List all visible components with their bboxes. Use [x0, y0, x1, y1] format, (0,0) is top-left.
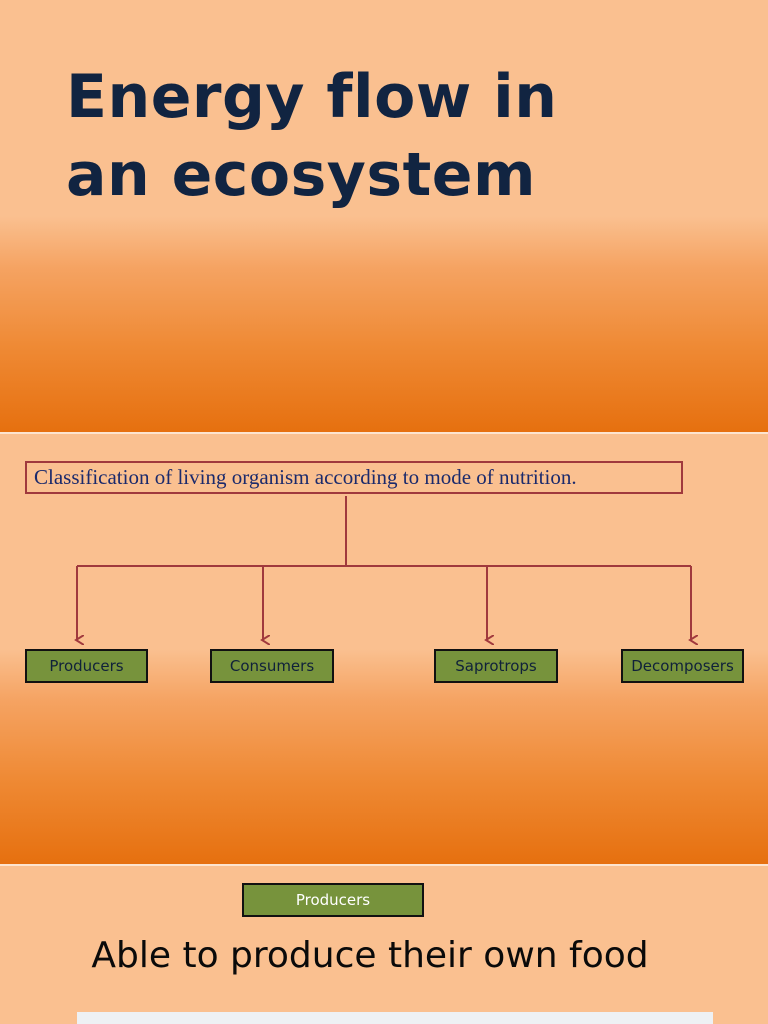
- category-consumers: Consumers: [210, 649, 334, 683]
- producers-label-box: Producers: [242, 883, 424, 917]
- slide-divider: [0, 864, 768, 866]
- title-line-2: an ecosystem: [66, 140, 537, 210]
- slide-divider: [0, 432, 768, 434]
- content-strip: [77, 1012, 713, 1024]
- title-slide: Energy flow in an ecosystem: [0, 0, 768, 432]
- classification-slide: Classification of living organism accord…: [0, 434, 768, 864]
- category-producers: Producers: [25, 649, 148, 683]
- classification-heading-box: Classification of living organism accord…: [25, 461, 683, 494]
- title-line-1: Energy flow in: [66, 62, 558, 132]
- category-decomposers: Decomposers: [621, 649, 744, 683]
- producers-description: Able to produce their own food: [91, 935, 649, 976]
- category-saprotrops: Saprotrops: [434, 649, 558, 683]
- producers-slide: Producers Able to produce their own food: [0, 866, 768, 1024]
- slide-title: Energy flow in an ecosystem: [66, 58, 557, 214]
- tree-connectors: [0, 496, 768, 864]
